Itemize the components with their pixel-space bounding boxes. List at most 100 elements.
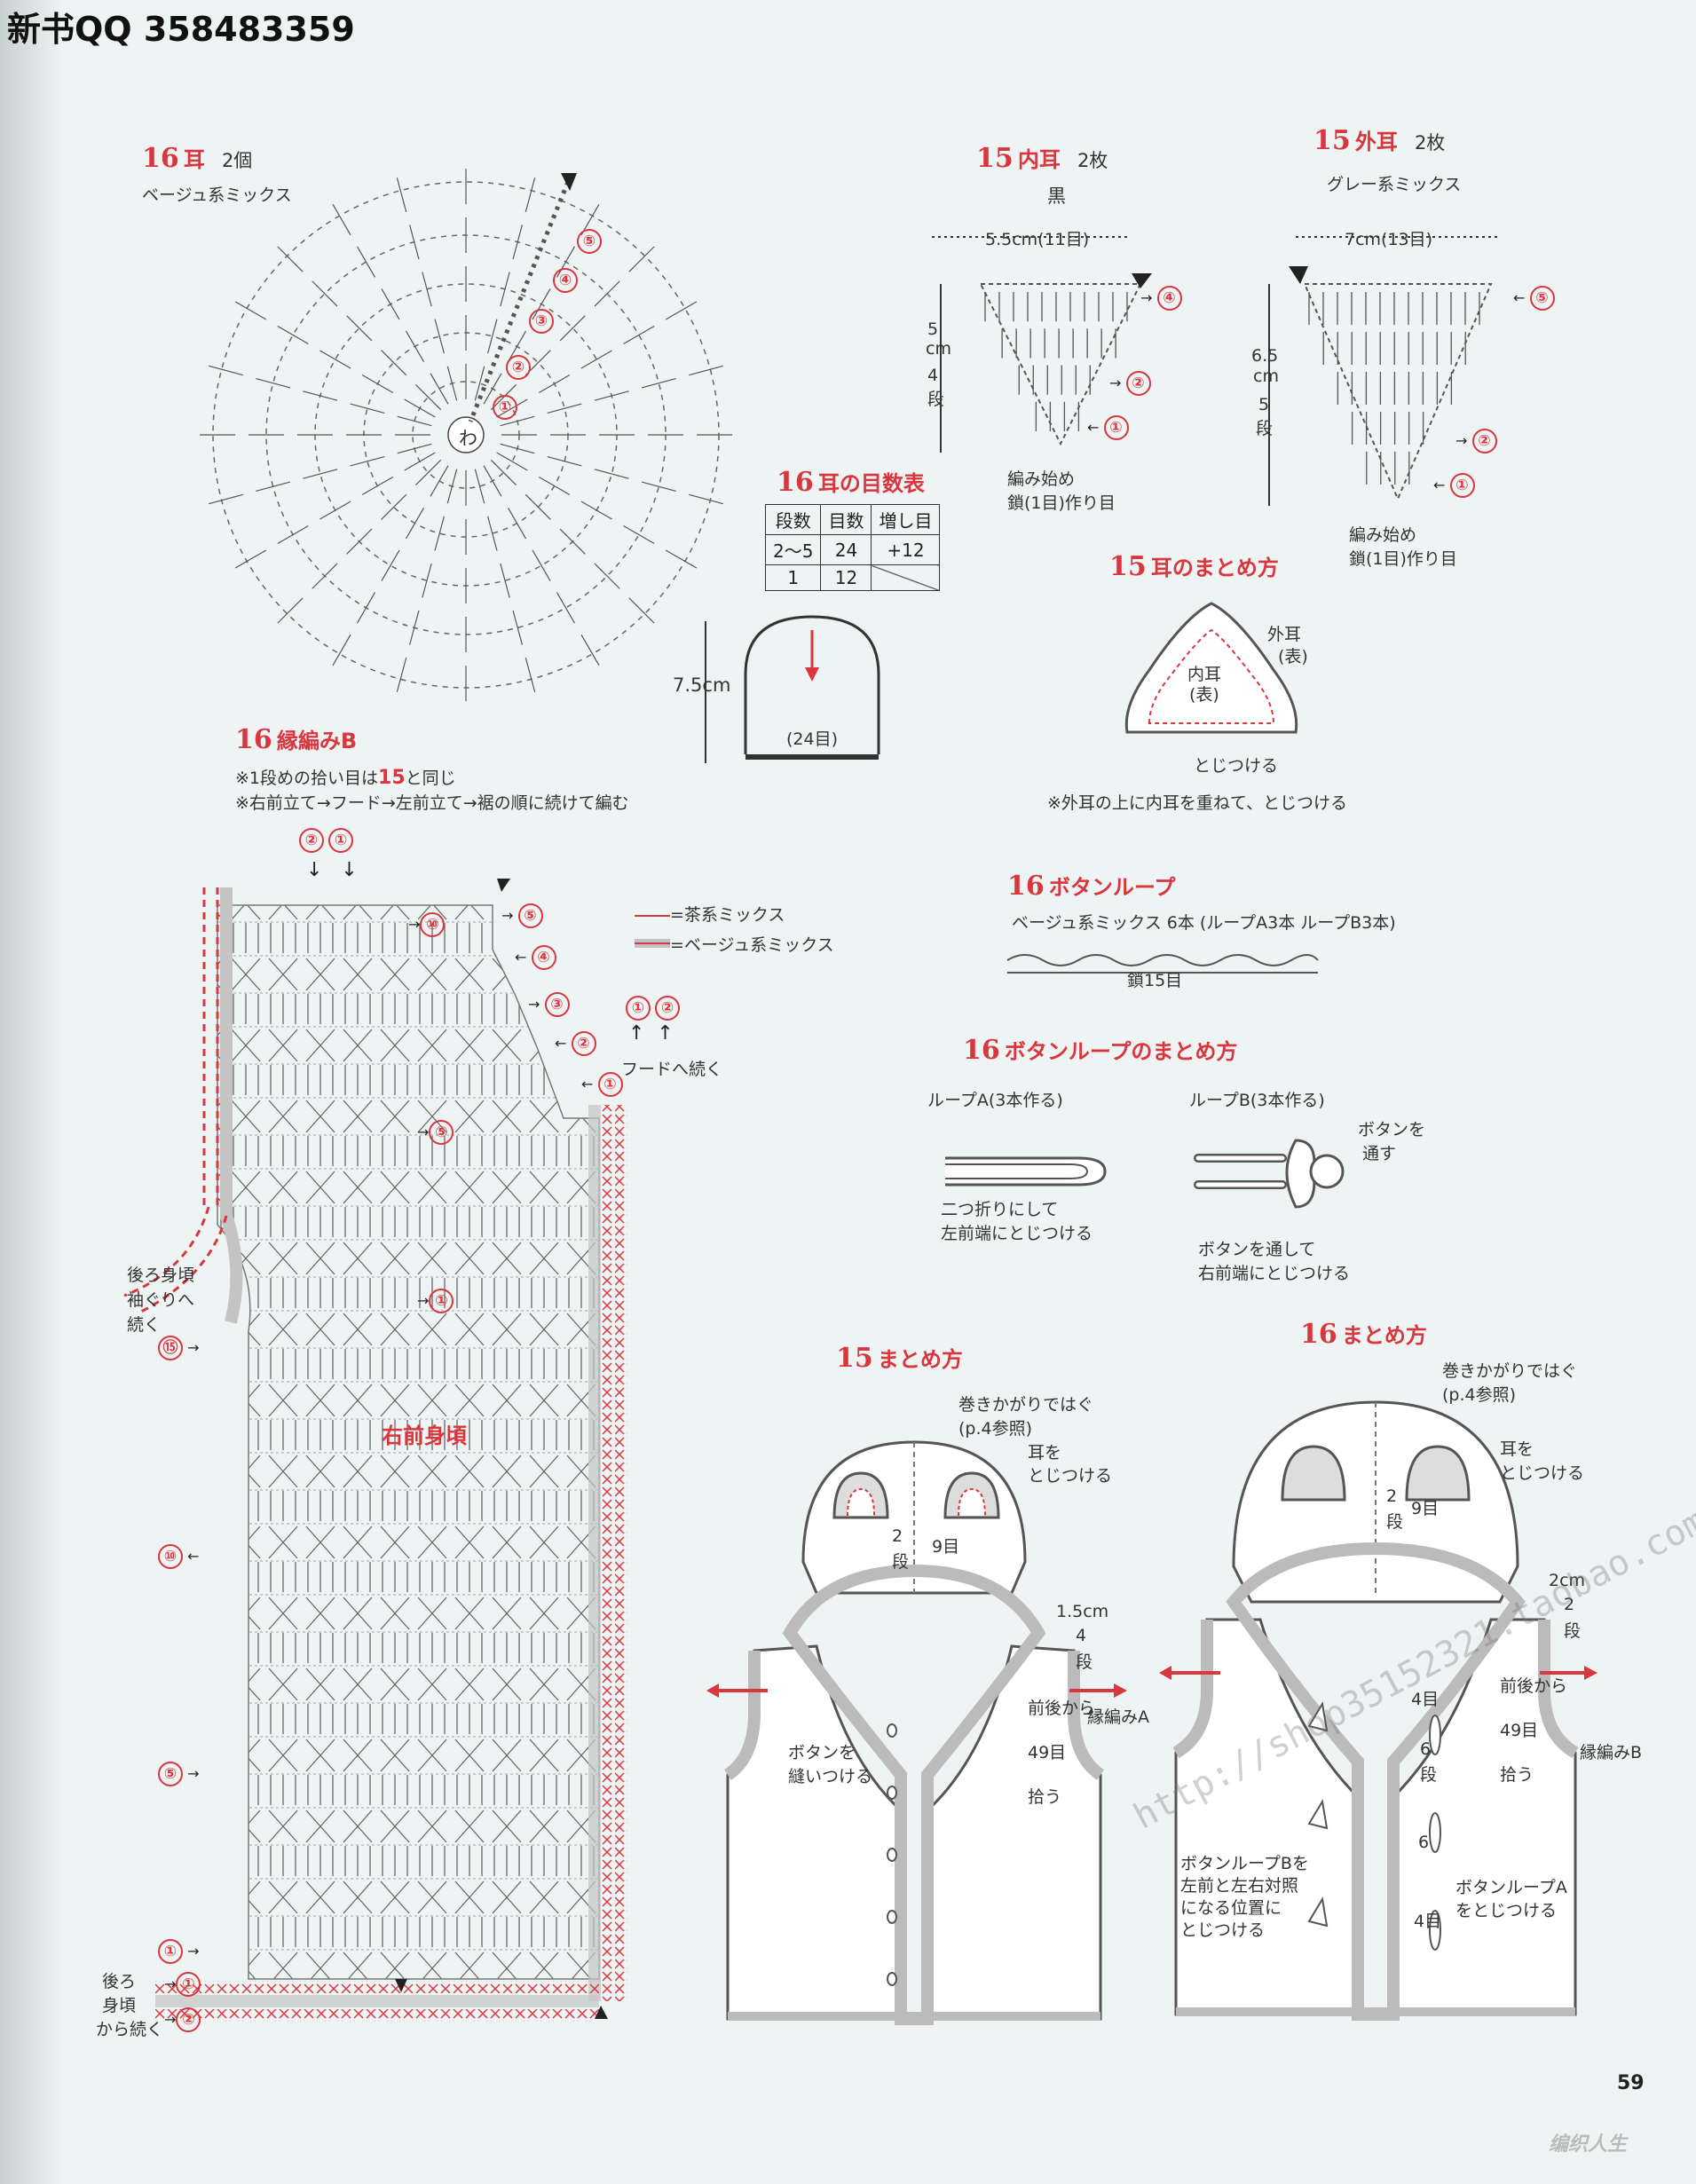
assembly16-edging: 縁編みB — [1580, 1743, 1643, 1762]
inner15-chart — [940, 273, 1152, 453]
loop-assembly16-title: 16 ボタンループのまとめ方 — [963, 1035, 1238, 1066]
table-header: 増し目 — [871, 504, 941, 535]
inner15-row2: → ② — [1109, 371, 1151, 396]
assembly16-ear-attach-2: とじつける — [1500, 1463, 1585, 1483]
outer15-row1: ← ① — [1433, 473, 1475, 498]
loopB-pass-2: 通す — [1362, 1144, 1397, 1163]
outer15-width-line — [1296, 236, 1500, 238]
assembly15-rows2: 2 — [892, 1526, 903, 1546]
edging16-body-label: 右前身頃 — [382, 1423, 467, 1448]
edging16-back-mark2: →② — [164, 2007, 201, 2032]
edging16-back-armhole-3: 続く — [127, 1315, 162, 1335]
assembly16-edge-rows-label: 段 — [1564, 1621, 1582, 1641]
ear16-row4: ④ — [553, 268, 578, 293]
assembly15-sts9: 9目 — [932, 1537, 960, 1557]
outer15-height-rows: 5 — [1258, 395, 1270, 414]
assembly15-ear-attach-1: 耳を — [1028, 1443, 1062, 1463]
outer15-row2: → ② — [1455, 429, 1497, 453]
edging16-back-2: 身頃 — [102, 1996, 137, 2015]
inner15-width: 5.5cm(11目) — [985, 230, 1090, 249]
edging16-mark10-top: →⑩ — [408, 912, 446, 937]
button-loop16-chain-label: 鎖15目 — [1127, 971, 1183, 990]
edging16-note1: ※1段めの拾い目は15と同じ — [235, 767, 456, 789]
ear-assembly15-inner-1: 内耳 — [1187, 665, 1222, 684]
ear-assembly15-diagram — [1124, 602, 1298, 734]
qq-header: 新书QQ 358483359 — [7, 10, 355, 49]
edging16-hood-arrows: ↑ ↑ — [628, 1022, 674, 1045]
outer15-chart — [1268, 266, 1493, 506]
assembly16-edge-rows: 2 — [1564, 1595, 1575, 1614]
button-loop16-title: 16 ボタンループ — [1007, 871, 1176, 902]
edging16-back-mark1: →① — [164, 1972, 201, 1997]
edging16-mark2: ← ② — [555, 1031, 596, 1056]
table-cell: 2〜5 — [764, 534, 822, 565]
button-loop16-chain — [1006, 954, 1319, 974]
inner15-height-unit: cm — [926, 339, 951, 359]
ear16-row3: ③ — [529, 309, 554, 334]
edging16-top-marks: ② ① — [299, 828, 354, 853]
assembly15-pick-1: 前後から — [1028, 1699, 1096, 1718]
ear-shape16 — [705, 615, 880, 763]
table-cell: +12 — [871, 534, 941, 565]
ear-assembly15-outer-1: 外耳 — [1267, 625, 1302, 644]
inner15-row1: ← ① — [1087, 415, 1129, 440]
ear-table-title: 16 耳の目数表 — [777, 467, 925, 498]
assembly16-seam-1: 巻きかがりではぐ — [1442, 1361, 1578, 1381]
assembly16-pick-3: 拾う — [1500, 1765, 1534, 1785]
legend-beige: =ベージュ系ミックス — [670, 935, 834, 955]
ear-assembly15-attach: とじつける — [1194, 756, 1279, 776]
assembly16-pick-2: 49目 — [1500, 1721, 1539, 1740]
edging16-mark3: → ③ — [528, 992, 570, 1017]
outer15-yarn: グレー系ミックス — [1327, 175, 1462, 194]
assembly15-seam-1: 巻きかがりではぐ — [958, 1395, 1094, 1415]
edging16-back-armhole-2: 袖ぐりへ — [127, 1290, 195, 1310]
outer15-start-2: 鎖(1目)作り目 — [1349, 549, 1457, 569]
assembly16-rows2-label: 段 — [1386, 1512, 1404, 1532]
table-cell: 1 — [764, 564, 822, 591]
legend-brown-swatch — [635, 915, 670, 917]
inner15-row4: → ④ — [1140, 286, 1182, 311]
inner15-yarn: 黒 — [1047, 185, 1066, 207]
ear-assembly15-title: 15 耳のまとめ方 — [1109, 551, 1279, 582]
ear16-round-chart — [200, 169, 732, 701]
legend-beige-swatch — [635, 939, 670, 948]
edging16-mark5: ⑤ → — [158, 1762, 200, 1786]
table-cell: 12 — [820, 564, 872, 591]
edging16-mark5-mid: →⑤ — [417, 1120, 454, 1145]
outer15-title: 15 外耳 2枚 — [1313, 125, 1446, 156]
assembly15-rows2-label: 段 — [892, 1552, 910, 1572]
loopA-note-2: 左前端にとじつける — [941, 1224, 1093, 1243]
assembly16-loopB-3: になる位置に — [1180, 1898, 1282, 1918]
ear-stitch-table: 段数 目数 増し目 2〜5 24 +12 1 12 — [764, 504, 941, 591]
table-header-row: 段数 目数 増し目 — [764, 504, 941, 535]
loopA-drawing — [945, 1156, 1107, 1187]
assembly16-vest-drawing — [1159, 1400, 1597, 2021]
edging16-note2: ※右前立て→フード→左前立て→裾の順に続けて編む — [235, 793, 629, 813]
assembly15-pick-3: 拾う — [1028, 1787, 1062, 1807]
ear-shape-height: 7.5cm — [673, 674, 731, 696]
table-row: 2〜5 24 +12 — [764, 534, 941, 565]
ear16-row1: ① — [493, 395, 517, 420]
edging16-mark5-top: → ⑤ — [501, 903, 543, 928]
button-loop16-desc: ベージュ系ミックス 6本 (ループA3本 ループB3本) — [1012, 913, 1396, 933]
assembly16-r4b: 4目 — [1414, 1912, 1442, 1931]
ear16-center: わ — [459, 428, 477, 449]
assembly16-loopA-2: をとじつける — [1455, 1901, 1558, 1920]
table-row: 1 12 — [764, 564, 941, 591]
loopB-pass-1: ボタンを — [1358, 1120, 1426, 1139]
assembly16-sts9: 9目 — [1411, 1499, 1440, 1518]
inner15-start-1: 編み始め — [1007, 469, 1076, 489]
edging16-chart — [123, 879, 627, 2022]
outer15-row5: ← ⑤ — [1513, 286, 1555, 311]
ear-assembly15-outer-2: (表) — [1278, 647, 1308, 666]
assembly16-loopB-4: とじつける — [1180, 1920, 1266, 1940]
loopA-note-1: 二つ折りにして — [941, 1200, 1059, 1219]
outer15-start-1: 編み始め — [1349, 525, 1417, 545]
assembly15-button-2: 縫いつける — [788, 1767, 873, 1786]
assembly16-loopA-1: ボタンループA — [1455, 1878, 1567, 1897]
assembly16-edge-cm: 2cm — [1549, 1571, 1586, 1590]
edging16-mark4: ← ④ — [515, 945, 556, 970]
inner15-title: 15 内耳 2枚 — [976, 143, 1108, 174]
edging16-mark10: ⑩ ← — [158, 1544, 200, 1569]
